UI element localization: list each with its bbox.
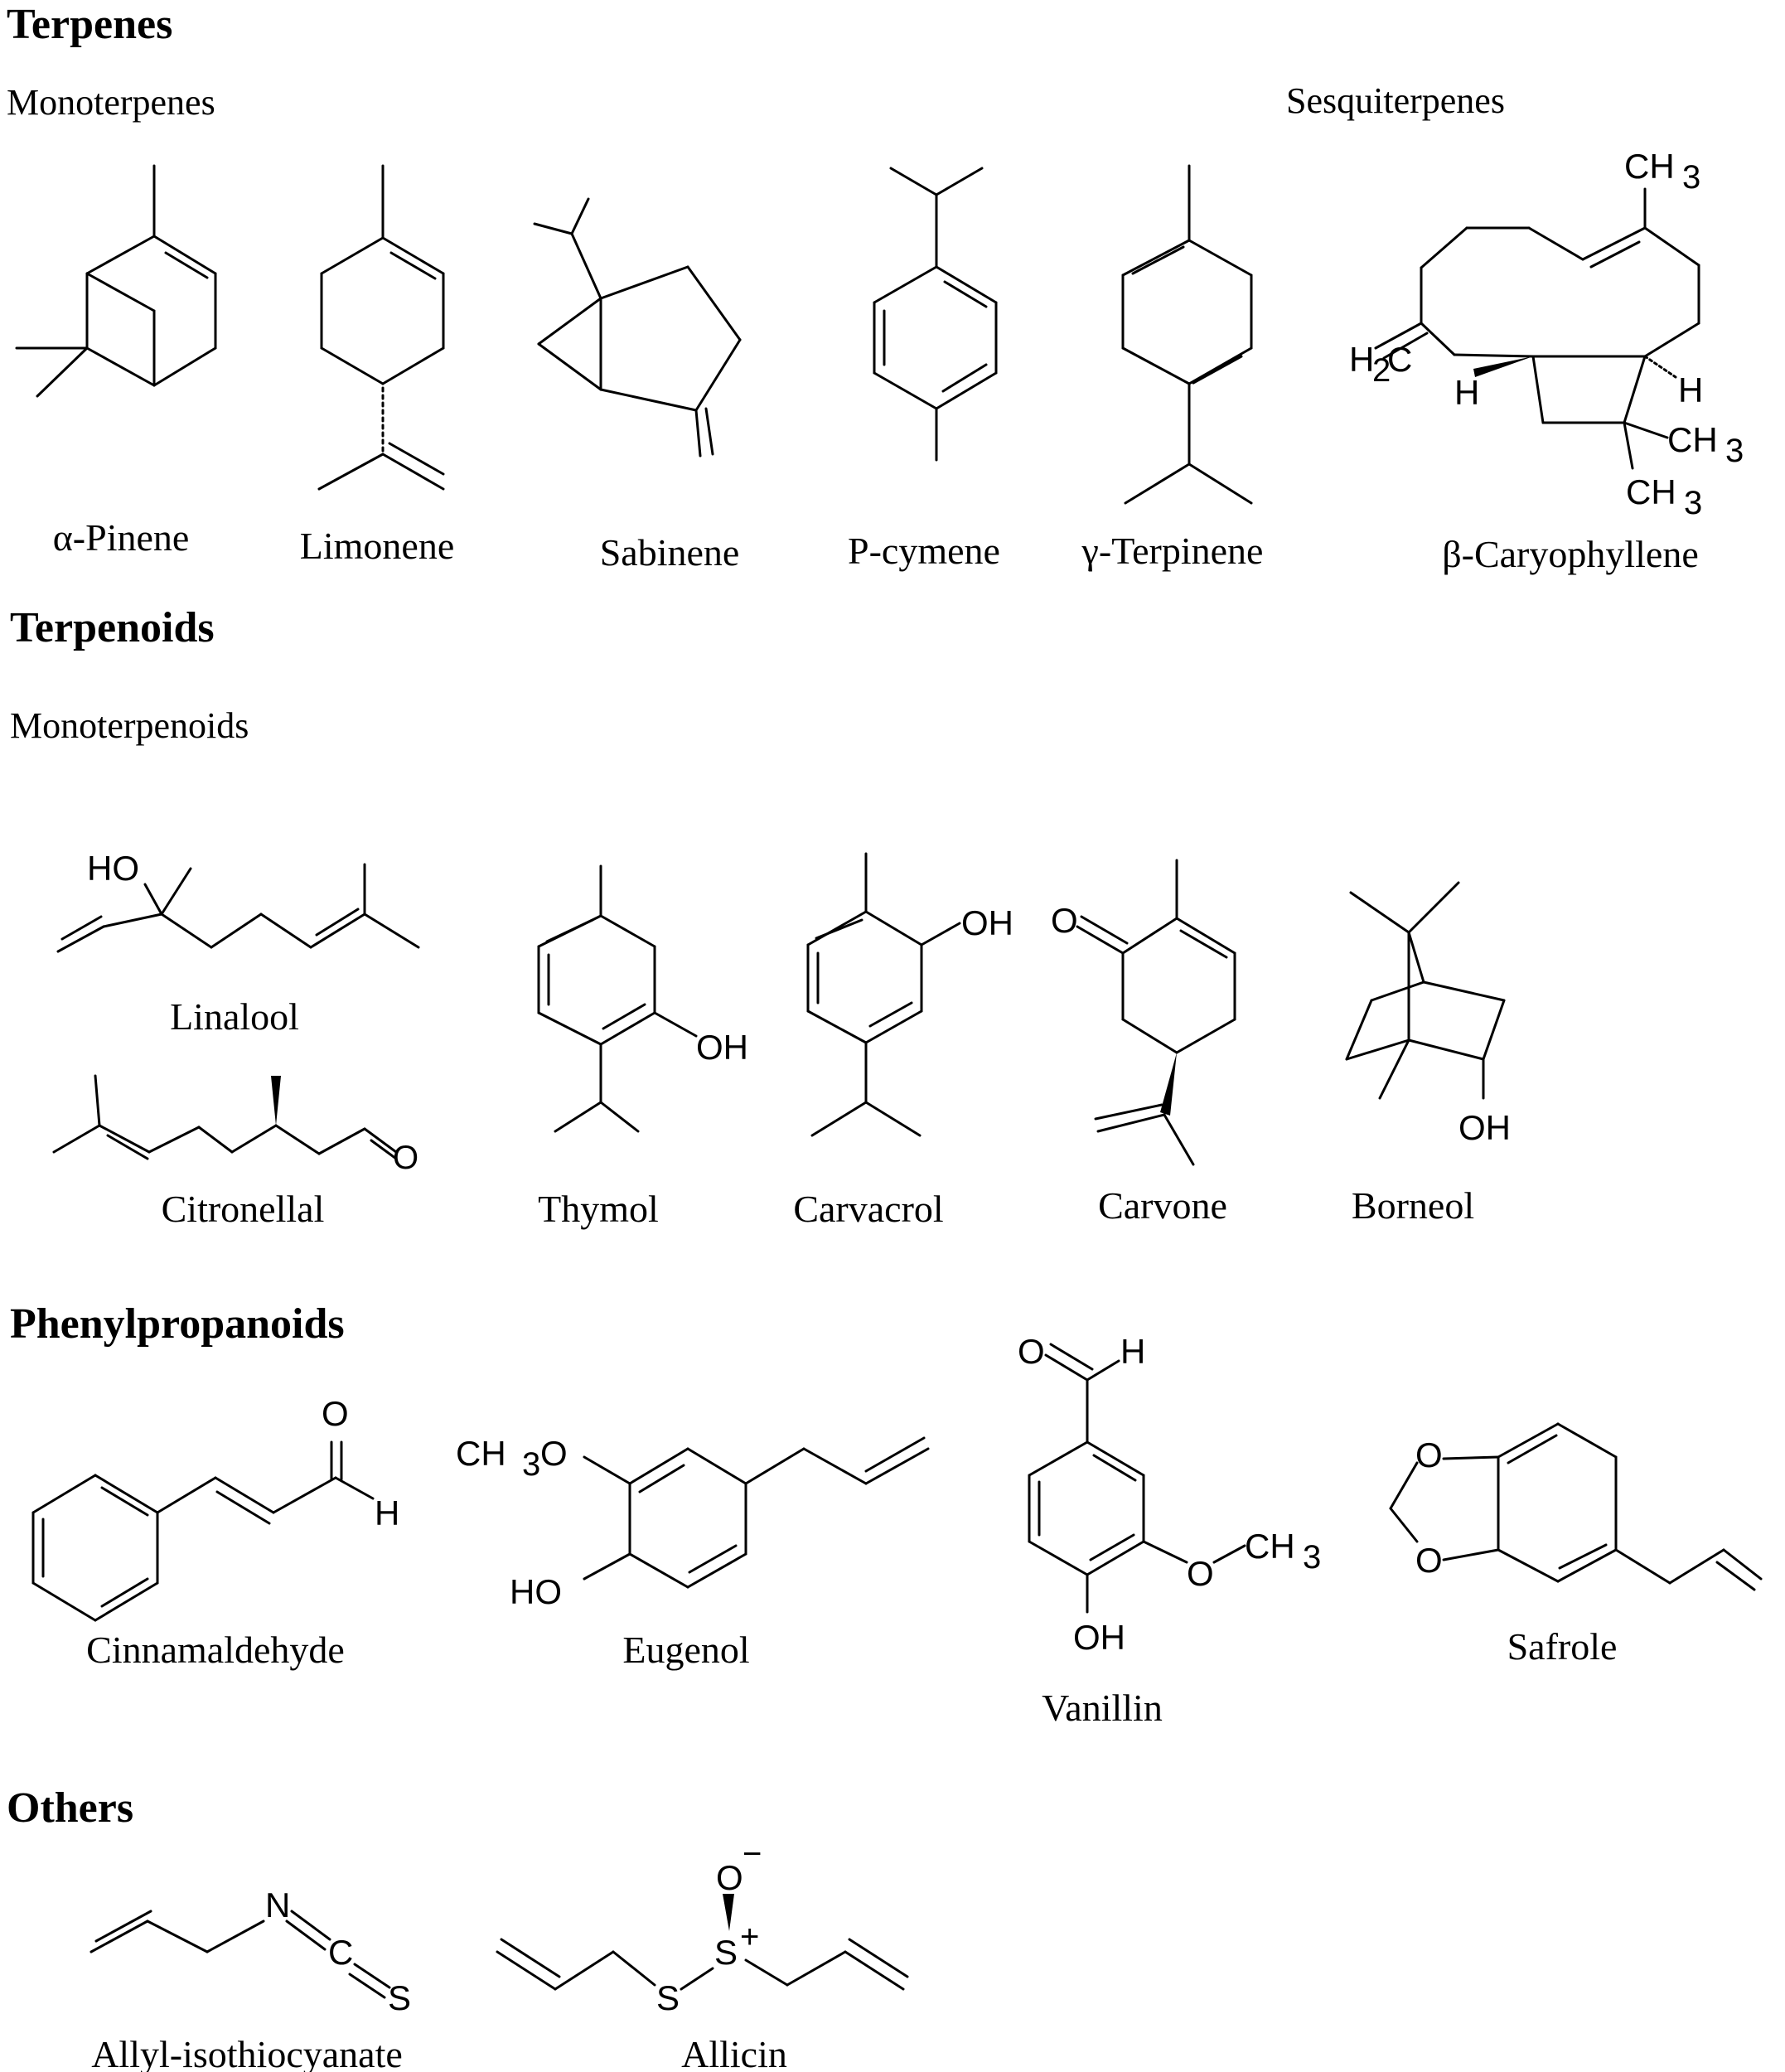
svg-text:H: H xyxy=(375,1493,399,1532)
label-gamma-terpinene: γ-Terpinene xyxy=(1081,530,1264,572)
svg-text:2: 2 xyxy=(1372,352,1391,389)
svg-text:CH: CH xyxy=(1626,472,1676,511)
svg-text:CH: CH xyxy=(1624,147,1675,186)
svg-text:3: 3 xyxy=(1725,433,1744,469)
label-safrole: Safrole xyxy=(1507,1625,1618,1668)
alpha-pinene-structure xyxy=(15,164,217,398)
label-p-cymene: P-cymene xyxy=(848,530,1000,572)
label-sabinene: Sabinene xyxy=(599,531,740,574)
subheading-monoterpenoids: Monoterpenoids xyxy=(10,705,249,746)
svg-text:CH: CH xyxy=(1667,420,1718,459)
subheading-sesquiterpenes: Sesquiterpenes xyxy=(1286,80,1505,121)
thymol-structure: OH xyxy=(537,864,748,1133)
carvacrol-structure: OH xyxy=(806,852,1013,1137)
vanillin-structure: O H O CH 3 OH xyxy=(1018,1332,1321,1657)
label-beta-caryophyllene: β-Caryophyllene xyxy=(1442,533,1699,575)
gamma-terpinene-structure xyxy=(1121,164,1253,505)
allyl-isothiocyanate-structure: N C S xyxy=(89,1886,411,2017)
svg-text:C: C xyxy=(328,1933,353,1972)
svg-text:S: S xyxy=(388,1978,411,2017)
svg-text:N: N xyxy=(265,1886,290,1924)
heading-terpenoids: Terpenoids xyxy=(10,604,215,651)
svg-text:O: O xyxy=(1415,1435,1443,1474)
svg-text:O: O xyxy=(322,1394,349,1433)
svg-text:H: H xyxy=(1454,373,1479,412)
svg-text:OH: OH xyxy=(961,903,1013,942)
linalool-structure: HO xyxy=(56,849,420,953)
svg-text:O: O xyxy=(540,1434,568,1473)
label-thymol: Thymol xyxy=(538,1188,659,1230)
label-allyl-isothiocyanate: Allyl-isothiocyanate xyxy=(91,2033,403,2072)
label-carvacrol: Carvacrol xyxy=(793,1188,944,1230)
svg-text:O: O xyxy=(1187,1554,1214,1593)
svg-text:OH: OH xyxy=(1458,1108,1511,1147)
carvone-structure: O xyxy=(1051,859,1236,1166)
svg-text:+: + xyxy=(740,1919,759,1955)
svg-text:3: 3 xyxy=(1684,485,1702,521)
borneol-structure: OH xyxy=(1345,881,1511,1147)
heading-phenylpropanoids: Phenylpropanoids xyxy=(10,1300,345,1348)
svg-text:CH: CH xyxy=(1245,1527,1295,1566)
svg-text:OH: OH xyxy=(696,1028,748,1067)
svg-text:O: O xyxy=(1018,1332,1045,1371)
label-alpha-pinene: α-Pinene xyxy=(52,516,190,559)
label-borneol: Borneol xyxy=(1351,1184,1475,1227)
label-linalool: Linalool xyxy=(170,995,299,1038)
svg-text:CH: CH xyxy=(456,1434,506,1473)
label-limonene: Limonene xyxy=(299,525,455,567)
subheading-monoterpenes: Monoterpenes xyxy=(7,82,215,123)
safrole-structure: O O xyxy=(1389,1422,1763,1591)
heading-terpenes: Terpenes xyxy=(7,1,173,48)
svg-text:S: S xyxy=(656,1978,680,2017)
svg-text:HO: HO xyxy=(87,849,139,888)
svg-text:−: − xyxy=(743,1836,762,1872)
svg-text:HO: HO xyxy=(510,1572,562,1611)
svg-text:3: 3 xyxy=(522,1446,540,1483)
label-carvone: Carvone xyxy=(1098,1184,1227,1227)
citronellal-structure: O xyxy=(52,1074,418,1176)
label-allicin: Allicin xyxy=(681,2033,787,2072)
svg-text:S: S xyxy=(714,1933,738,1972)
svg-text:H: H xyxy=(1349,340,1374,379)
cinnamaldehyde-structure: O H xyxy=(31,1394,399,1622)
label-cinnamaldehyde: Cinnamaldehyde xyxy=(86,1629,345,1671)
beta-caryophyllene-structure: CH 3 H 2 C H H CH 3 CH 3 xyxy=(1349,147,1744,521)
svg-text:OH: OH xyxy=(1073,1618,1125,1657)
svg-text:O: O xyxy=(716,1858,743,1897)
p-cymene-structure xyxy=(873,167,998,462)
label-eugenol: Eugenol xyxy=(622,1629,750,1671)
svg-text:H: H xyxy=(1678,370,1703,409)
eugenol-structure: CH 3 O HO xyxy=(456,1434,930,1611)
svg-text:C: C xyxy=(1387,340,1412,379)
heading-others: Others xyxy=(7,1784,134,1832)
svg-text:O: O xyxy=(393,1140,418,1176)
limonene-structure xyxy=(317,164,445,491)
svg-text:H: H xyxy=(1120,1332,1145,1371)
label-vanillin: Vanillin xyxy=(1042,1687,1163,1729)
svg-text:O: O xyxy=(1051,901,1078,940)
allicin-structure: S S + O − xyxy=(496,1836,909,2017)
label-citronellal: Citronellal xyxy=(161,1188,325,1230)
sabinene-structure xyxy=(533,197,742,457)
svg-text:3: 3 xyxy=(1682,159,1700,196)
svg-text:O: O xyxy=(1415,1541,1443,1580)
svg-text:3: 3 xyxy=(1303,1539,1321,1576)
